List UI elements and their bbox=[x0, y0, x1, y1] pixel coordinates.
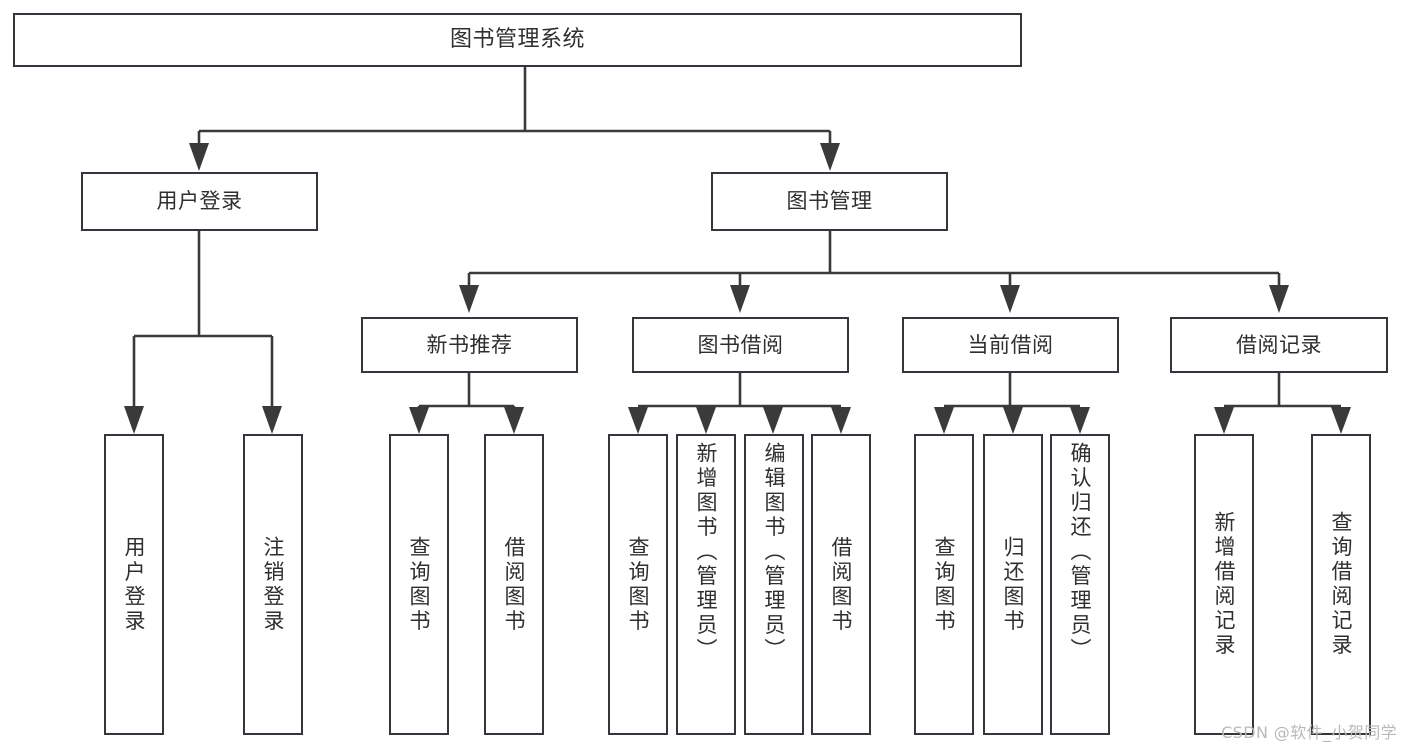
leaf-book-borrow-query-label: 查询图书 bbox=[626, 535, 651, 634]
node-book-management-label: 图书管理 bbox=[786, 189, 873, 214]
arrow-bookborrow-leaf-1 bbox=[628, 407, 648, 434]
arrow-bookborrow-leaf-2 bbox=[696, 407, 716, 434]
leaf-borrow-record-add[interactable]: 新增借阅记录 bbox=[1194, 434, 1254, 735]
leaf-book-borrow-add[interactable]: 新增图书（管理员） bbox=[676, 434, 736, 735]
arrow-currentborrow-leaf-1 bbox=[934, 407, 954, 434]
arrow-currentborrow-leaf-3 bbox=[1070, 407, 1090, 434]
node-user-login-label: 用户登录 bbox=[156, 189, 243, 214]
arrow-bookmgmt-to-borrow-record bbox=[1269, 285, 1289, 313]
leaf-book-borrow-borrow-label: 借阅图书 bbox=[829, 535, 854, 634]
leaf-new-book-borrow-label: 借阅图书 bbox=[502, 535, 527, 634]
watermark-text: CSDN @软件_小贺同学 bbox=[1221, 723, 1397, 742]
node-root-system-label: 图书管理系统 bbox=[449, 27, 585, 53]
leaf-current-borrow-return-label: 归还图书 bbox=[1001, 535, 1026, 634]
arrow-borrowrecord-leaf-1 bbox=[1214, 407, 1234, 434]
node-new-book-recommend-label: 新书推荐 bbox=[426, 332, 513, 357]
leaf-borrow-record-query[interactable]: 查询借阅记录 bbox=[1311, 434, 1371, 735]
leaf-current-borrow-confirm-return[interactable]: 确认归还（管理员） bbox=[1050, 434, 1110, 735]
node-root-system[interactable]: 图书管理系统 bbox=[13, 13, 1022, 67]
leaf-book-borrow-add-label: 新增图书（管理员） bbox=[694, 442, 719, 663]
leaf-borrow-record-add-label: 新增借阅记录 bbox=[1212, 511, 1237, 658]
node-current-borrow[interactable]: 当前借阅 bbox=[902, 317, 1119, 373]
arrow-userlogin-leaf-2 bbox=[262, 406, 282, 434]
node-new-book-recommend[interactable]: 新书推荐 bbox=[361, 317, 578, 373]
node-current-borrow-label: 当前借阅 bbox=[967, 332, 1054, 357]
leaf-book-borrow-query[interactable]: 查询图书 bbox=[608, 434, 668, 735]
arrow-bookmgmt-to-new-book bbox=[459, 285, 479, 313]
node-borrow-record-label: 借阅记录 bbox=[1236, 332, 1322, 357]
arrow-root-to-book-mgmt bbox=[820, 143, 840, 171]
leaf-book-borrow-borrow[interactable]: 借阅图书 bbox=[811, 434, 871, 735]
leaf-user-login-login-label: 用户登录 bbox=[122, 535, 147, 634]
leaf-user-login-logout[interactable]: 注销登录 bbox=[243, 434, 303, 735]
leaf-current-borrow-return[interactable]: 归还图书 bbox=[983, 434, 1043, 735]
leaf-user-login-logout-label: 注销登录 bbox=[261, 535, 286, 634]
leaf-new-book-query[interactable]: 查询图书 bbox=[389, 434, 449, 735]
leaf-new-book-query-label: 查询图书 bbox=[407, 535, 432, 634]
arrow-newbook-leaf-1 bbox=[409, 407, 429, 434]
leaf-new-book-borrow[interactable]: 借阅图书 bbox=[484, 434, 544, 735]
leaf-current-borrow-query[interactable]: 查询图书 bbox=[914, 434, 974, 735]
arrow-root-to-user-login bbox=[189, 143, 209, 171]
arrow-currentborrow-leaf-2 bbox=[1003, 407, 1023, 434]
leaf-current-borrow-query-label: 查询图书 bbox=[932, 535, 957, 634]
node-book-borrow[interactable]: 图书借阅 bbox=[632, 317, 849, 373]
arrow-bookmgmt-to-book-borrow bbox=[730, 285, 750, 313]
arrow-userlogin-leaf-1 bbox=[124, 406, 144, 434]
node-book-management[interactable]: 图书管理 bbox=[711, 172, 948, 231]
leaf-user-login-login[interactable]: 用户登录 bbox=[104, 434, 164, 735]
leaf-current-borrow-confirm-return-label: 确认归还（管理员） bbox=[1068, 442, 1093, 663]
arrow-bookborrow-leaf-3 bbox=[763, 407, 783, 434]
arrow-bookborrow-leaf-4 bbox=[831, 407, 851, 434]
node-user-login[interactable]: 用户登录 bbox=[81, 172, 318, 231]
arrow-bookmgmt-to-current-borrow bbox=[1000, 285, 1020, 313]
node-borrow-record[interactable]: 借阅记录 bbox=[1170, 317, 1388, 373]
leaf-book-borrow-edit[interactable]: 编辑图书（管理员） bbox=[744, 434, 804, 735]
node-book-borrow-label: 图书借阅 bbox=[697, 332, 784, 357]
arrow-borrowrecord-leaf-2 bbox=[1331, 407, 1351, 434]
arrow-newbook-leaf-2 bbox=[504, 407, 524, 434]
leaf-book-borrow-edit-label: 编辑图书（管理员） bbox=[762, 442, 787, 663]
leaf-borrow-record-query-label: 查询借阅记录 bbox=[1329, 511, 1354, 658]
